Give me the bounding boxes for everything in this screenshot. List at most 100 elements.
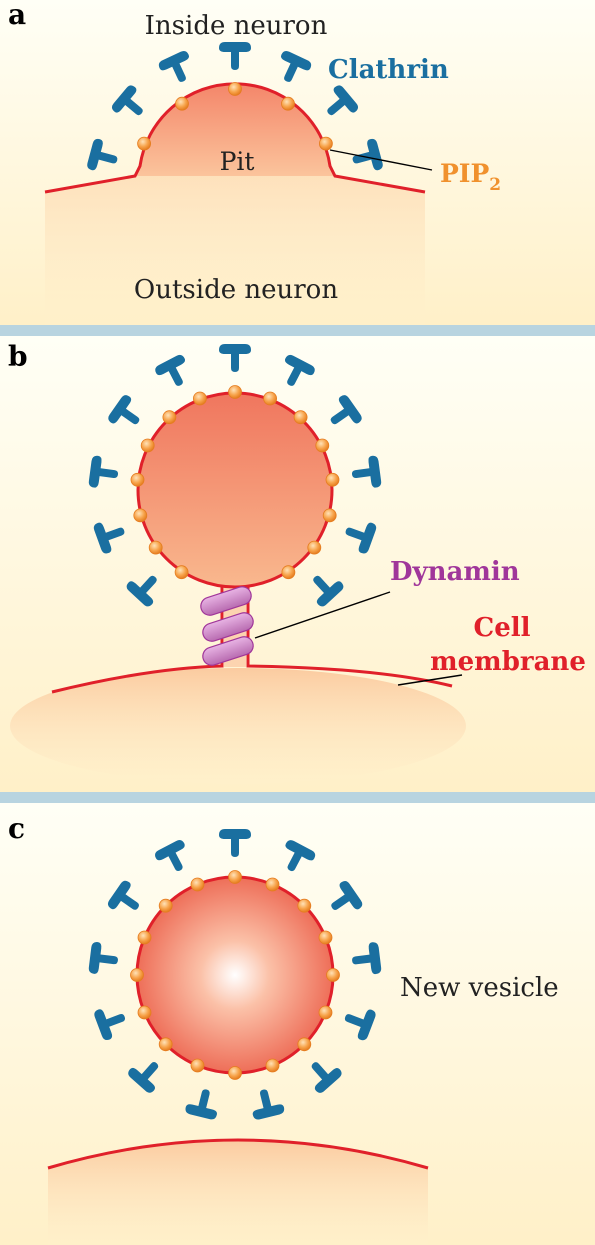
pip2-molecule <box>297 1037 312 1052</box>
membrane-label: membrane <box>430 647 586 677</box>
pip2-molecule <box>307 540 322 555</box>
panel-b: b Dynamin Cell membrane <box>8 340 586 784</box>
pip2-molecule <box>228 1066 242 1080</box>
pip2-subscript: 2 <box>489 175 501 195</box>
clathrin-triskelion <box>327 85 359 116</box>
clathrin-triskelion <box>94 1009 126 1041</box>
new-vesicle-label: New vesicle <box>400 973 559 1003</box>
clathrin-triskelion <box>345 522 377 554</box>
clathrin-triskelion <box>126 575 157 607</box>
clathrin-triskelion <box>313 575 344 607</box>
pip2-label: PIP2 <box>440 159 501 195</box>
pip2-dots-c <box>130 870 340 1080</box>
clathrin-triskelion <box>185 1089 217 1120</box>
pip2-molecule <box>263 391 278 406</box>
clathrin-triskelion <box>93 522 125 554</box>
pip2-molecule <box>318 1005 333 1020</box>
clathrin-triskelion <box>351 455 382 488</box>
pip2-molecule <box>140 438 155 453</box>
panel-letter-a: a <box>8 0 26 31</box>
pip2-molecule <box>174 565 189 580</box>
pip2-molecule <box>133 508 148 523</box>
clathrin-triskelion <box>352 942 382 975</box>
clathrin-triskelion <box>352 138 383 171</box>
pip2-molecule <box>175 96 189 111</box>
panel-letter-b: b <box>8 340 28 373</box>
clathrin-triskelion <box>219 42 251 70</box>
pip2-label-text: PIP <box>440 159 489 188</box>
pip2-leader-line <box>329 149 433 171</box>
pip2-molecule <box>325 472 340 487</box>
clathrin-triskelion <box>311 1062 342 1093</box>
pip2-molecule <box>265 1058 280 1073</box>
clathrin-triskelion <box>330 395 362 425</box>
pip2-molecule <box>318 930 333 945</box>
clathrin-triskelion <box>88 455 119 488</box>
pip2-dots-b <box>130 385 340 580</box>
panel-a: a Inside neuron Clathrin Pit PIP2 Outsid… <box>8 0 501 325</box>
clathrin-triskelion <box>155 354 186 386</box>
pip2-molecule <box>190 1058 205 1073</box>
panel-c: c New vesicle <box>8 812 559 1245</box>
separator-b-c <box>0 792 595 803</box>
pip2-molecule <box>293 410 308 425</box>
pip2-molecule <box>265 877 280 892</box>
pip2-molecule <box>297 898 312 913</box>
inside-neuron-label: Inside neuron <box>145 11 328 41</box>
pip2-molecule <box>322 508 337 523</box>
pip2-molecule <box>228 82 242 96</box>
dynamin-ring <box>200 586 254 666</box>
clathrin-triskelion <box>87 138 118 171</box>
clathrin-triskelion <box>88 941 118 974</box>
pip2-molecule <box>228 385 242 399</box>
clathrin-triskelion <box>285 840 316 872</box>
pip2-molecule <box>190 877 205 892</box>
pip2-molecule <box>228 870 242 884</box>
clathrin-triskelion <box>111 85 143 116</box>
pip2-molecule <box>130 472 145 487</box>
dynamin-label: Dynamin <box>390 557 520 587</box>
clathrin-triskelion <box>108 395 140 425</box>
pip2-molecule <box>162 410 177 425</box>
separator-a-b <box>0 325 595 336</box>
clathrin-triskelion <box>128 1062 159 1093</box>
clathrin-label: Clathrin <box>328 55 449 85</box>
cell-body-c <box>48 1140 428 1245</box>
clathrin-coat-b <box>88 344 382 607</box>
panel-letter-c: c <box>8 812 25 845</box>
dynamin-ring-1 <box>200 586 252 616</box>
pip2-molecule <box>326 968 340 982</box>
clathrin-triskelion <box>219 829 251 857</box>
pip2-molecule <box>158 1037 173 1052</box>
clathrin-coat-a <box>87 42 383 171</box>
pip2-molecule <box>192 391 207 406</box>
dynamin-ring-3 <box>202 636 254 666</box>
extracellular-region-a <box>45 83 425 325</box>
pit-label: Pit <box>220 147 255 176</box>
clathrin-triskelion <box>219 344 251 372</box>
pip2-molecule <box>315 438 330 453</box>
pip2-molecule <box>130 968 144 982</box>
pip2-molecule <box>137 136 152 151</box>
clathrin-triskelion <box>280 51 312 82</box>
pip2-molecule <box>148 540 163 555</box>
cell-membrane-c <box>47 1138 429 1170</box>
pip2-molecule <box>318 136 333 151</box>
pip2-molecule <box>281 96 295 111</box>
pip2-molecule <box>137 1005 152 1020</box>
pip2-molecule <box>158 898 173 913</box>
dynamin-leader-line <box>254 591 391 639</box>
pip2-molecule <box>281 565 296 580</box>
membrane-leader-line <box>397 674 463 686</box>
clathrin-triskelion <box>158 51 190 82</box>
pip2-molecule <box>137 930 152 945</box>
clathrin-triskelion <box>284 354 315 386</box>
clathrin-triskelion <box>344 1009 376 1041</box>
clathrin-triskelion <box>331 880 363 910</box>
clathrin-triskelion <box>155 840 185 872</box>
clathrin-triskelion <box>252 1089 285 1120</box>
clathrin-coat-c <box>88 829 382 1120</box>
cell-body-b <box>10 668 466 784</box>
